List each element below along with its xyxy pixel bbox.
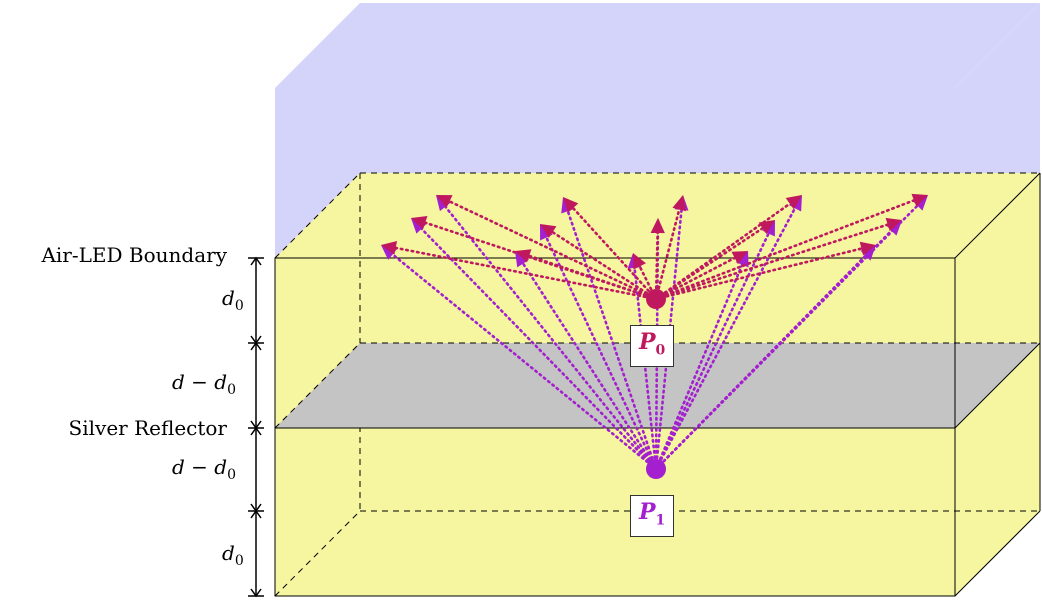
p0-ray-arrowhead-1: [411, 216, 428, 230]
p0-ray-arrowhead-10: [758, 220, 775, 235]
dimension-label-1: d0: [222, 286, 244, 314]
p0-ray-7: [654, 231, 659, 301]
p0-ray-2: [448, 200, 658, 301]
p0-ray-14: [654, 199, 916, 301]
p0-ray-3: [527, 254, 658, 301]
dimension-label-2: d − d0: [172, 370, 236, 398]
p1-ray-4: [545, 236, 658, 471]
p1-ray-10: [654, 232, 770, 471]
p0-ray-arrowhead-11: [785, 195, 802, 210]
p0-ray-arrowhead-0: [381, 241, 398, 255]
source-p0-dot: [646, 289, 666, 309]
source-p1-dot: [646, 459, 666, 479]
p1-ray-arrowhead-13: [886, 220, 902, 236]
p0-ray-5: [571, 206, 658, 301]
p0-ray-0: [394, 246, 658, 301]
p0-ray-arrowhead-12: [859, 241, 876, 256]
visible-edges: [274, 172, 1041, 597]
p1-ray-0: [391, 253, 658, 471]
p1-ray-14: [654, 204, 919, 471]
p0-ray-arrowhead-14: [911, 193, 928, 207]
silver-reflector-label: Silver Reflector: [68, 416, 227, 440]
p0-ray-arrowhead-3: [515, 249, 532, 263]
p1-ray-5: [566, 209, 658, 471]
p1-ray-9: [654, 263, 744, 471]
dimension-arrows: [248, 256, 264, 598]
source-p1-label: P1: [630, 495, 675, 538]
p1-ray-8: [654, 208, 683, 471]
p1-ray-arrowhead-9: [735, 251, 749, 268]
ray-group: [381, 193, 928, 471]
p0-ray-arrowhead-4: [540, 224, 557, 239]
p0-ray-arrowhead-6: [633, 253, 646, 270]
source-p0-label: P0: [630, 325, 675, 368]
p1-ray-6: [633, 266, 658, 471]
p0-ray-9: [654, 256, 737, 301]
p1-ray-arrowhead-3: [515, 251, 530, 268]
p1-ray-1: [420, 227, 658, 471]
p0-ray-arrowhead-13: [885, 217, 902, 232]
p0-ray-8: [654, 208, 681, 301]
p1-ray-11: [654, 206, 797, 471]
p1-ray-arrowhead-1: [411, 218, 427, 234]
p0-ray-4: [551, 230, 658, 301]
p1-ray-3: [521, 262, 658, 471]
p0-ray-arrowhead-9: [731, 251, 748, 265]
dimension-label-4: d0: [222, 541, 244, 569]
dimension-label-3: d − d0: [172, 455, 236, 483]
hidden-edges: [274, 172, 1040, 597]
p0-ray-arrowhead-2: [436, 195, 453, 208]
p0-ray-11: [654, 202, 792, 301]
p0-ray-arrowhead-7: [650, 218, 665, 234]
air-led-boundary-label: Air-LED Boundary: [41, 243, 227, 267]
dimension-arrowheads: [250, 256, 262, 598]
p0-ray-arrowhead-8: [672, 195, 687, 212]
p0-ray-arrowhead-5: [563, 197, 579, 213]
p0-ray-13: [654, 223, 890, 301]
p1-ray-2: [444, 205, 658, 471]
p0-ray-12: [654, 247, 863, 301]
